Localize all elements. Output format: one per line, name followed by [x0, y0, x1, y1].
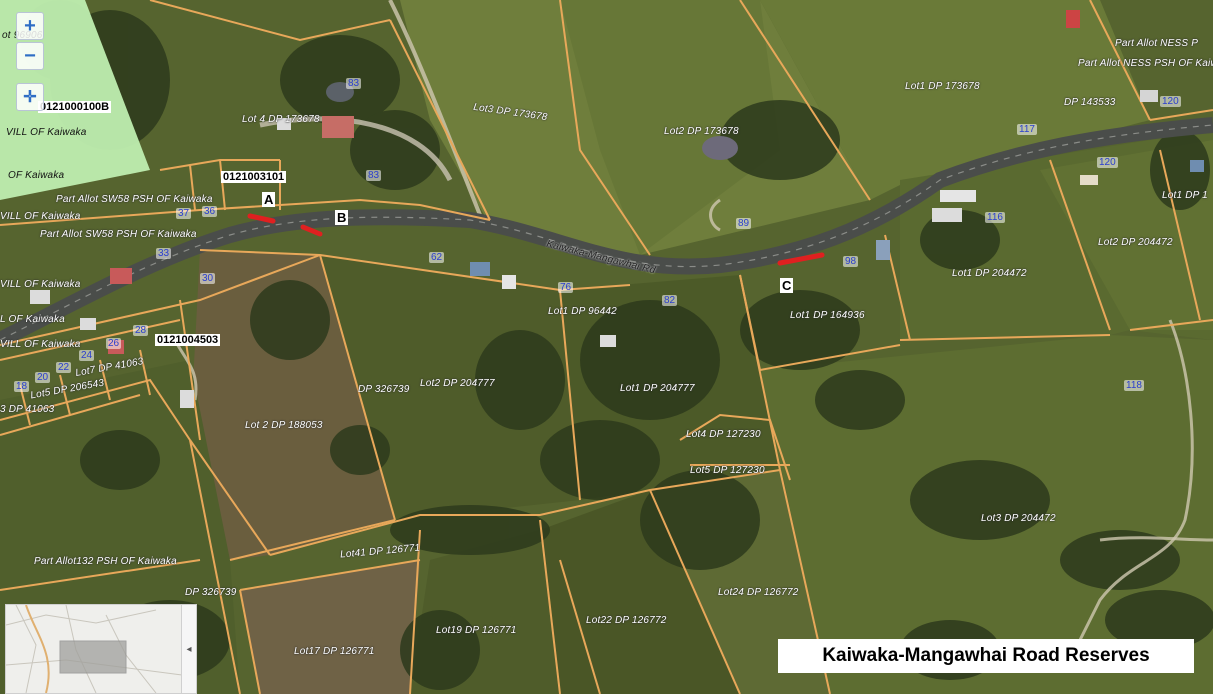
address-number: 28	[133, 325, 149, 336]
parcel-code-0121003101: 0121003101	[221, 171, 287, 183]
parcel-label-lot1-dp164936: Lot1 DP 164936	[790, 310, 865, 321]
parcel-label-dp143533: DP 143533	[1064, 97, 1116, 108]
address-number: 20	[35, 372, 51, 383]
address-number: 22	[56, 362, 72, 373]
address-number: 98	[843, 256, 859, 267]
parcel-label-dp326739-2: DP 326739	[185, 587, 237, 598]
parcel-label-part-allot-ness-2: Part Allot NESS PSH OF Kaiwa	[1078, 58, 1213, 69]
address-number: 37	[176, 208, 192, 219]
address-number: 82	[662, 295, 678, 306]
address-number: 26	[106, 338, 122, 349]
overview-toggle-button[interactable]: ◂	[181, 605, 196, 693]
reserve-marker-b[interactable]: B	[335, 210, 349, 225]
parcel-label-lot4-dp127230: Lot4 DP 127230	[686, 429, 761, 440]
parcel-code-0121000100B: 0121000100B	[38, 101, 112, 113]
parcel-label-of-kaiwaka: OF Kaiwaka	[8, 170, 65, 181]
zoom-in-button[interactable]: +	[16, 12, 44, 40]
parcel-label-lot24-dp126772: Lot24 DP 126772	[718, 587, 799, 598]
parcel-label-lot2-dp204777: Lot2 DP 204777	[420, 378, 495, 389]
parcel-label-of-kaiwaka-2: L OF Kaiwaka	[0, 314, 65, 325]
parcel-label-dp41063: 3 DP 41063	[0, 404, 55, 415]
parcel-label-lot2-dp173678: Lot2 DP 173678	[664, 126, 739, 137]
address-number: 30	[200, 273, 216, 284]
address-number: 33	[156, 248, 172, 259]
parcel-label-vill-kaiwaka-4: VILL OF Kaiwaka	[0, 339, 81, 350]
parcel-label-lot1-dp96442: Lot1 DP 96442	[548, 306, 617, 317]
address-number: 18	[14, 381, 30, 392]
overview-map[interactable]: ◂	[5, 604, 197, 694]
parcel-label-part-allot-sw58-2: Part Allot SW58 PSH OF Kaiwaka	[40, 229, 197, 240]
zoom-out-button[interactable]: −	[16, 42, 44, 70]
parcel-label-lot22-dp126772: Lot22 DP 126772	[586, 615, 667, 626]
parcel-label-vill-kaiwaka-2: VILL OF Kaiwaka	[0, 211, 81, 222]
address-number: 83	[346, 78, 362, 89]
parcel-label-lot5-dp127230: Lot5 DP 127230	[690, 465, 765, 476]
parcel-label-part-allot-sw58-1: Part Allot SW58 PSH OF Kaiwaka	[56, 194, 213, 205]
parcel-label-lot19-dp126771: Lot19 DP 126771	[436, 625, 517, 636]
address-number: 24	[79, 350, 95, 361]
parcel-label-lot1-dp1: Lot1 DP 1	[1162, 190, 1208, 201]
parcel-label-dp326739-1: DP 326739	[358, 384, 410, 395]
parcel-label-lot1-dp204777: Lot1 DP 204777	[620, 383, 695, 394]
address-number: 83	[366, 170, 382, 181]
parcel-label-lot4-dp173678: Lot 4 DP 173678	[242, 114, 320, 125]
reserve-marker-a[interactable]: A	[262, 192, 276, 207]
address-number: 76	[558, 282, 574, 293]
reserve-marker-c[interactable]: C	[780, 278, 794, 293]
address-number: 117	[1017, 124, 1037, 135]
parcel-label-lot1-dp204472: Lot1 DP 204472	[952, 268, 1027, 279]
address-number: 116	[985, 212, 1005, 223]
overview-map-lines	[6, 605, 182, 693]
parcel-label-vill-kaiwaka-3: VILL OF Kaiwaka	[0, 279, 81, 290]
parcel-label-lot3-dp204472: Lot3 DP 204472	[981, 513, 1056, 524]
address-number: 118	[1124, 380, 1144, 391]
parcel-code-0121004503: 0121004503	[155, 334, 221, 346]
address-number: 120	[1160, 96, 1181, 107]
parcel-label-lot17-dp126771: Lot17 DP 126771	[294, 646, 375, 657]
address-number: 89	[736, 218, 752, 229]
pan-icon[interactable]: ✛	[16, 83, 44, 111]
parcel-label-lot2-dp204472: Lot2 DP 204472	[1098, 237, 1173, 248]
parcel-label-part-allot-ness-1: Part Allot NESS P	[1115, 38, 1199, 49]
parcel-label-lot2-dp188053: Lot 2 DP 188053	[245, 420, 323, 431]
parcel-label-lot1-dp173678: Lot1 DP 173678	[905, 81, 980, 92]
map-title: Kaiwaka-Mangawhai Road Reserves	[778, 639, 1194, 673]
parcel-label-part-allot132: Part Allot132 PSH OF Kaiwaka	[34, 556, 177, 567]
parcel-label-vill-kaiwaka: VILL OF Kaiwaka	[6, 127, 87, 138]
address-number: 62	[429, 252, 445, 263]
address-number: 36	[202, 206, 218, 217]
address-number: 120	[1097, 157, 1118, 168]
